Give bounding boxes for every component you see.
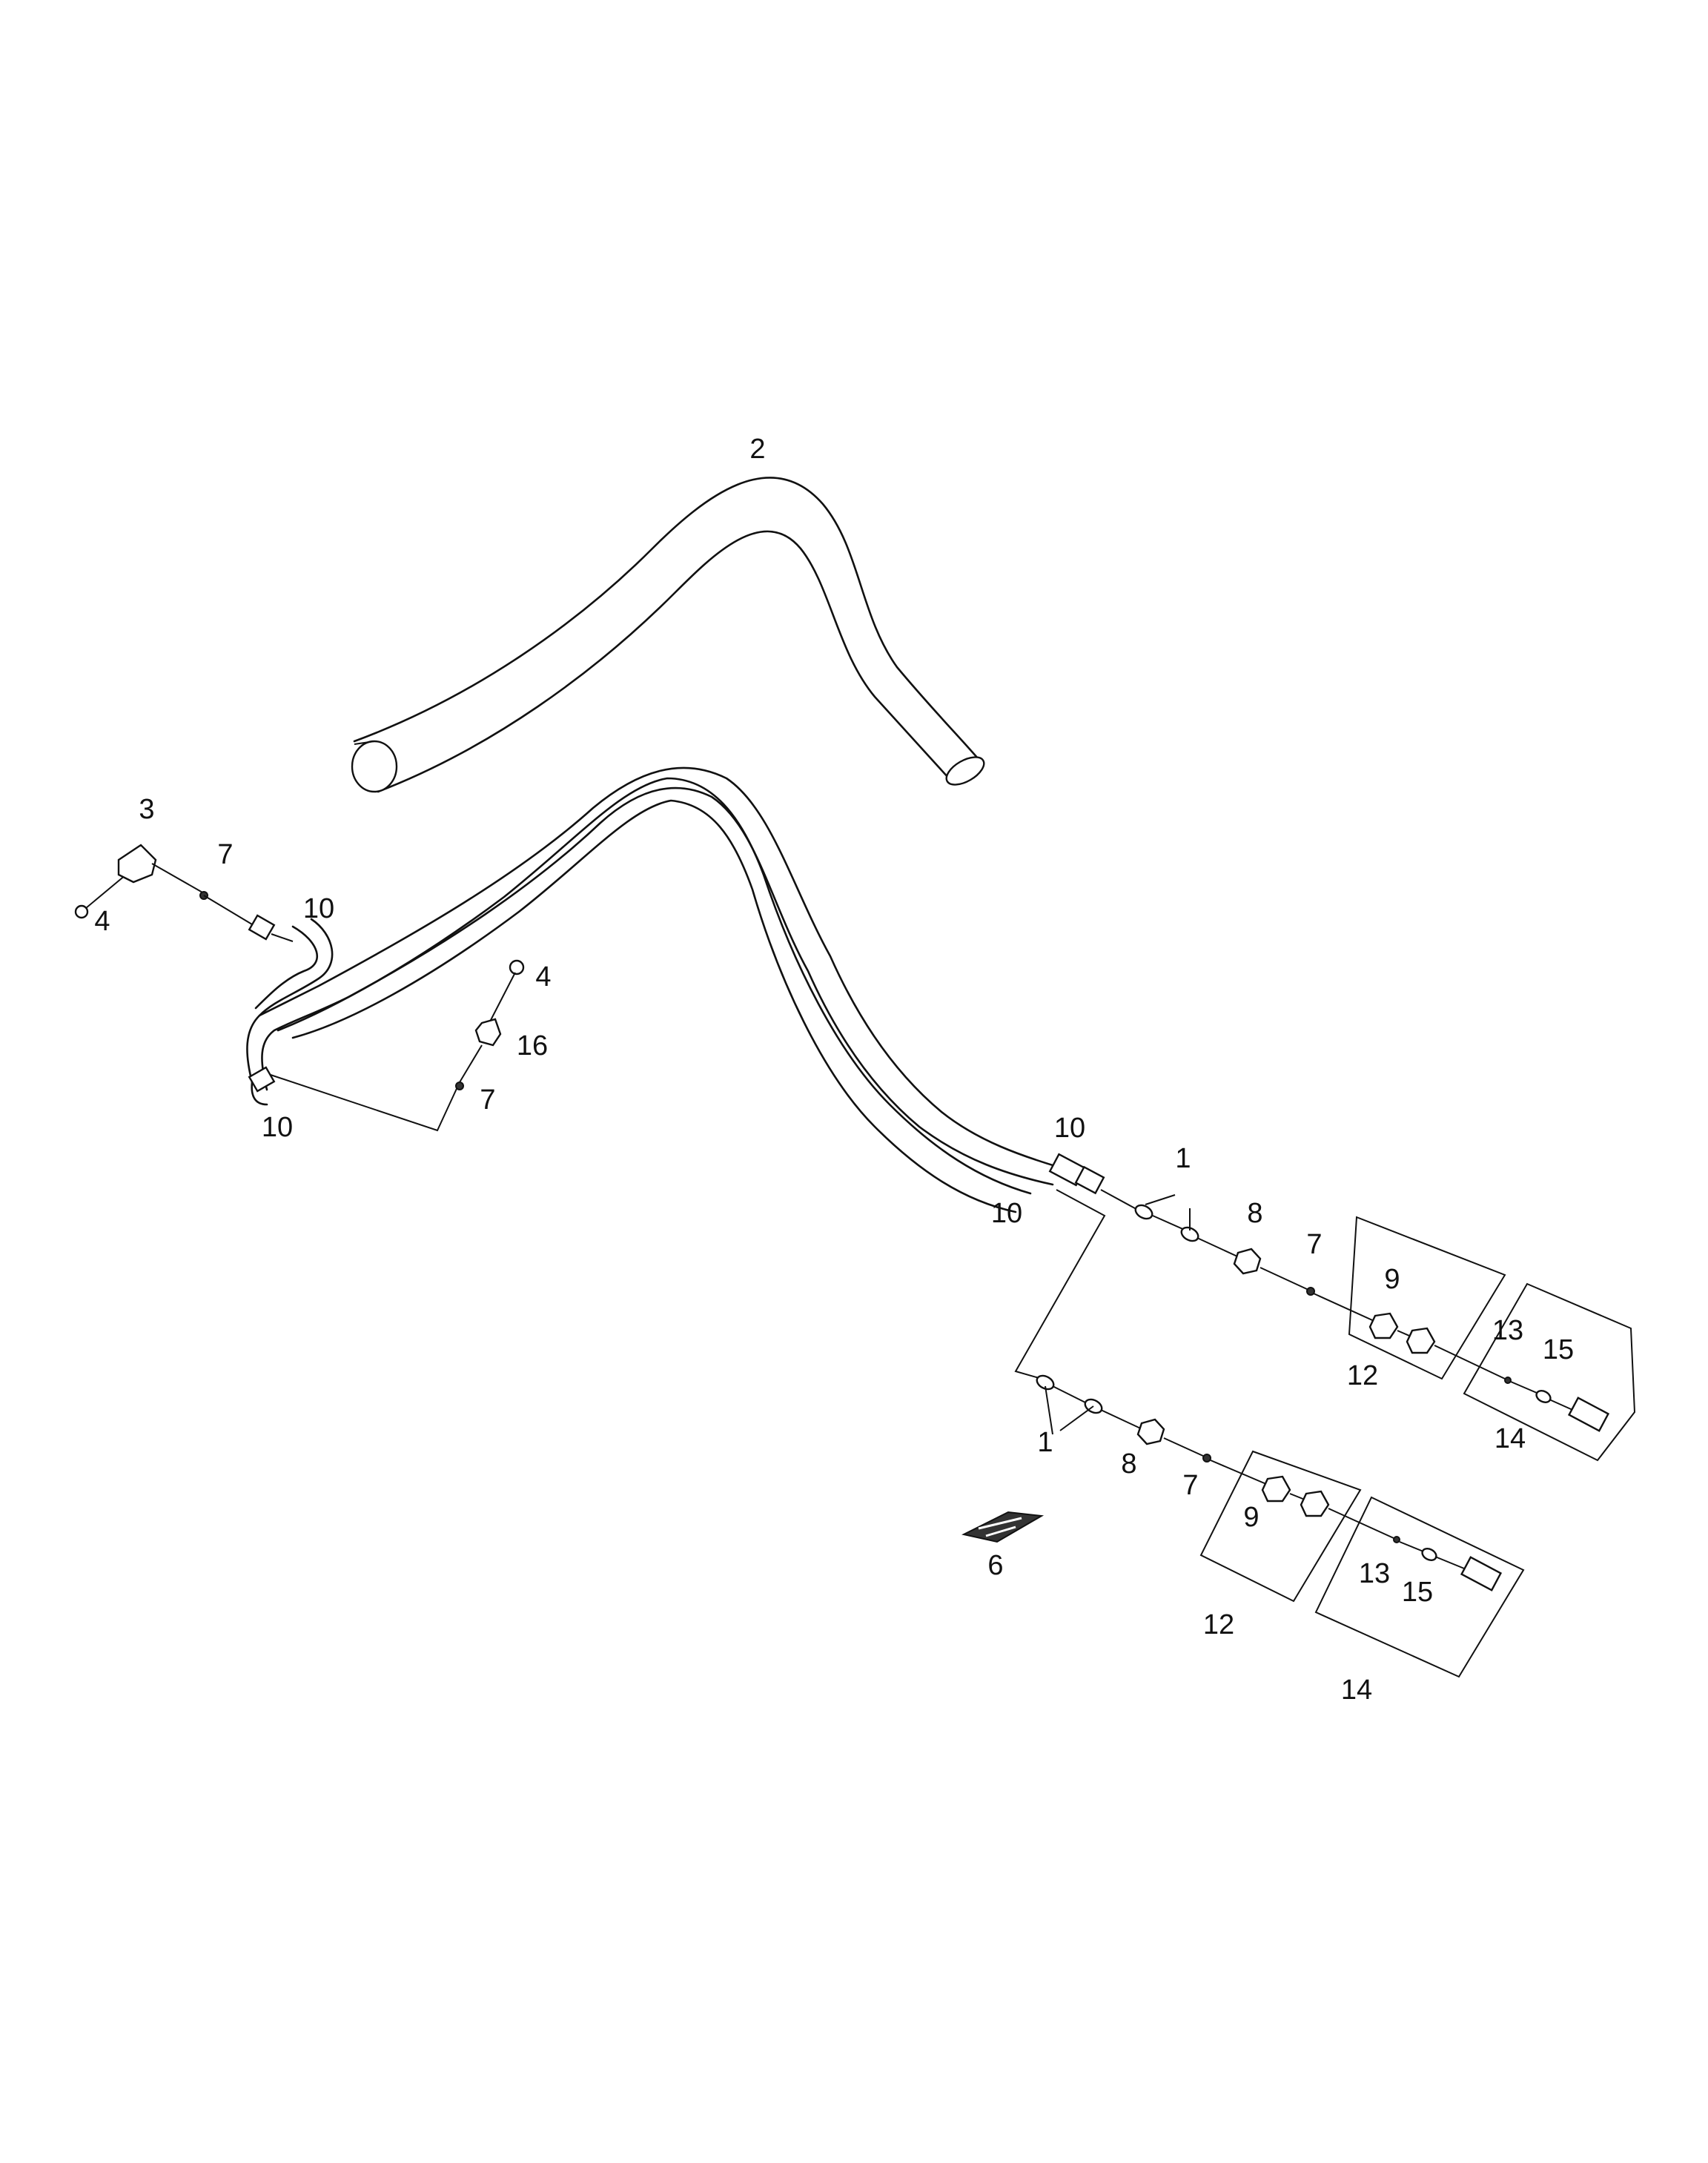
callout-10: 10	[303, 893, 334, 924]
callout-1: 1	[1037, 1427, 1053, 1458]
callout-6: 6	[987, 1550, 1003, 1581]
callout-12: 12	[1203, 1609, 1234, 1640]
callout-9: 9	[1384, 1264, 1400, 1295]
upper-right-fitting-group	[1048, 1153, 1636, 1462]
callout-15: 15	[1402, 1577, 1433, 1608]
callout-7: 7	[1182, 1470, 1198, 1501]
callout-7: 7	[217, 839, 233, 870]
callout-8: 8	[1247, 1198, 1262, 1229]
callout-8: 8	[1121, 1448, 1136, 1480]
callout-10: 10	[262, 1112, 293, 1143]
hose-assembly-part-10	[246, 766, 1062, 1213]
callout-14: 14	[1341, 1675, 1372, 1706]
callout-labels: 2 3 7 4 10 4 16 7 10 10 10 1 8 7 9 13 15…	[94, 434, 1574, 1706]
callout-7: 7	[480, 1084, 495, 1116]
callout-7: 7	[1306, 1229, 1322, 1260]
callout-4: 4	[535, 961, 551, 993]
left-fitting-group	[74, 844, 525, 1132]
callout-1: 1	[1175, 1143, 1191, 1174]
lower-right-fitting-group	[1036, 1374, 1525, 1678]
leader-line	[1014, 1189, 1106, 1379]
callout-16: 16	[517, 1030, 548, 1061]
callout-12: 12	[1347, 1360, 1378, 1391]
callout-13: 13	[1492, 1315, 1523, 1346]
callout-14: 14	[1494, 1423, 1526, 1454]
callout-9: 9	[1243, 1502, 1259, 1533]
callout-3: 3	[139, 794, 154, 825]
callout-10: 10	[991, 1198, 1022, 1229]
hose-part-2	[351, 477, 985, 793]
callout-13: 13	[1359, 1558, 1390, 1589]
callout-15: 15	[1543, 1334, 1574, 1365]
decal-part-6	[961, 1511, 1045, 1543]
callout-4: 4	[94, 906, 110, 937]
callout-10: 10	[1054, 1113, 1085, 1144]
callout-2: 2	[749, 434, 765, 465]
